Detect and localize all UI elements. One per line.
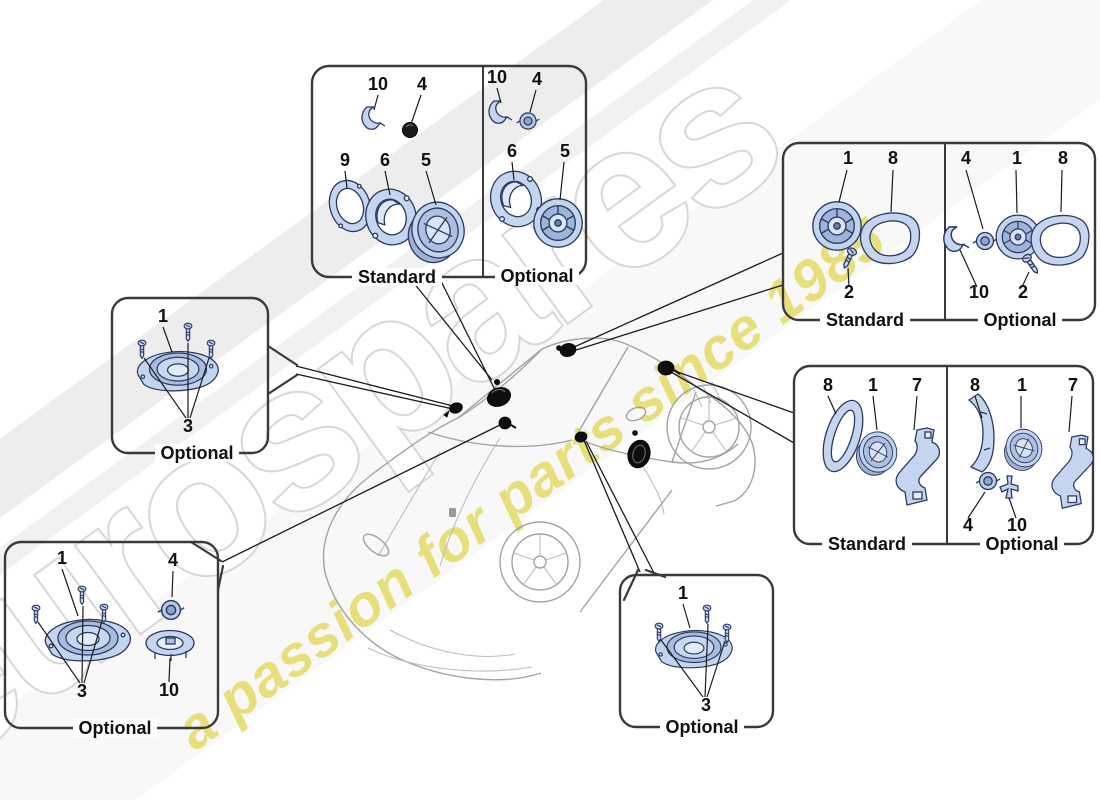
part-number-6: 6 [380, 150, 390, 170]
part-number-6: 6 [507, 141, 517, 161]
part-number-4: 4 [417, 74, 427, 94]
part-number-1: 1 [843, 148, 853, 168]
car-speaker-markers [443, 342, 681, 469]
panel-label-optional: Optional [79, 718, 152, 738]
part-number-8: 8 [1058, 148, 1068, 168]
part-number-3: 3 [77, 681, 87, 701]
panel-label-optional: Optional [984, 310, 1057, 330]
dash-screw-dot [493, 378, 500, 385]
panel-door: 1 3 Optional [618, 568, 775, 737]
part-number-10: 10 [368, 74, 388, 94]
panel-front-left: 1 4 3 10 Optional [3, 540, 225, 738]
part-number-10: 10 [1007, 515, 1027, 535]
part-number-4: 4 [532, 69, 542, 89]
leader-lines [221, 252, 795, 574]
panel-label-standard: Standard [826, 310, 904, 330]
panel-label-optional: Optional [666, 717, 739, 737]
dash-center-speaker-marker [486, 387, 512, 407]
panel-label-standard: Standard [358, 267, 436, 287]
shelf-speaker-marker [559, 342, 577, 358]
part-number-9: 9 [340, 150, 350, 170]
part-number-1: 1 [1017, 375, 1027, 395]
quarter-speaker-marker [657, 360, 681, 376]
part-number-4: 4 [961, 148, 971, 168]
panel-dash-left: 1 3 Optional [110, 296, 299, 463]
door-speaker-marker [627, 439, 651, 469]
panel-quarter: 8 1 7 Standard 8 1 7 4 10 Optional [792, 364, 1095, 554]
front-wheel [499, 521, 581, 603]
rear-wheel [666, 384, 752, 470]
part-number-4: 4 [168, 550, 178, 570]
part-number-10: 10 [969, 282, 989, 302]
part-number-10: 10 [487, 67, 507, 87]
part-number-7: 7 [1068, 375, 1078, 395]
part-number-5: 5 [560, 141, 570, 161]
part-number-8: 8 [970, 375, 980, 395]
panel-rear-shelf: 1 8 2 Standard 4 1 8 10 2 Optional [781, 141, 1097, 330]
panel-label-optional: Optional [501, 266, 574, 286]
part-number-8: 8 [823, 375, 833, 395]
part-number-3: 3 [183, 416, 193, 436]
part-number-1: 1 [868, 375, 878, 395]
panel-label-optional: Optional [986, 534, 1059, 554]
part-number-2: 2 [844, 282, 854, 302]
part-number-5: 5 [421, 150, 431, 170]
panel-dash-top: 10 4 9 6 5 Standard 10 4 6 5 Optional [310, 64, 588, 287]
dash-right-tweeter-marker [498, 416, 517, 430]
panel-label-standard: Standard [828, 534, 906, 554]
part-number-1: 1 [678, 583, 688, 603]
part-number-2: 2 [1018, 282, 1028, 302]
part-number-3: 3 [701, 695, 711, 715]
hood-badge [449, 508, 456, 517]
part-number-1: 1 [57, 548, 67, 568]
a-pillar-speaker-marker [574, 431, 588, 443]
part-number-7: 7 [912, 375, 922, 395]
panel-label-optional: Optional [161, 443, 234, 463]
part-number-1: 1 [1012, 148, 1022, 168]
part-number-4: 4 [963, 515, 973, 535]
part-number-8: 8 [888, 148, 898, 168]
part-number-10: 10 [159, 680, 179, 700]
dash-left-tweeter-marker [443, 402, 463, 418]
part-number-1: 1 [158, 306, 168, 326]
car-illustration [322, 337, 756, 681]
door-screw-dot [632, 430, 638, 436]
